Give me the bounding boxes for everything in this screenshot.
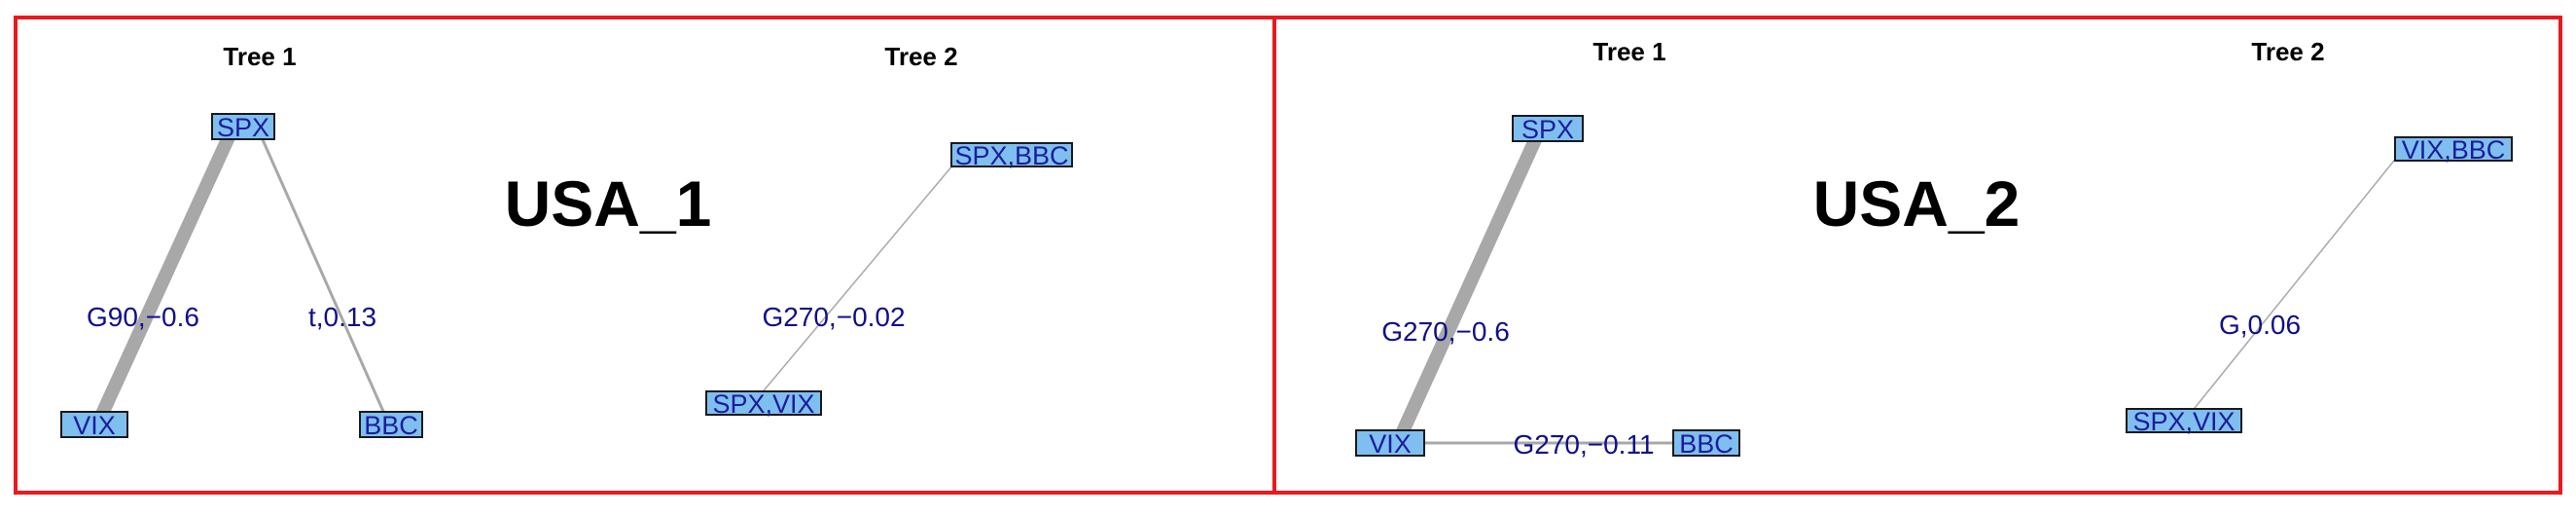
tree-title: Tree 2 — [884, 42, 957, 71]
svg-text:SPX: SPX — [217, 113, 269, 142]
svg-text:BBC: BBC — [364, 411, 418, 440]
svg-text:SPX,BBC: SPX,BBC — [954, 141, 1068, 170]
edge-spx-bbc — [255, 126, 391, 425]
node-bbc: BBC — [1672, 429, 1740, 459]
tree-2: Tree 2 G,0.06 VIX,BBC SPX,VIX — [2126, 37, 2513, 436]
node-spx-vix: SPX,VIX — [705, 389, 822, 419]
node-spx: SPX — [1512, 115, 1584, 144]
edge-label-vix-bbc: G270,−0.11 — [1513, 429, 1654, 460]
tree-1: Tree 1 G90,−0.6 t,0.13 SPX VIX BBC — [60, 42, 423, 440]
edge-label-vixbbc-spxvix: G,0.06 — [2219, 310, 2301, 340]
node-vix: VIX — [1355, 429, 1425, 459]
svg-text:VIX: VIX — [1369, 429, 1412, 459]
node-vix: VIX — [60, 411, 128, 440]
svg-text:SPX,VIX: SPX,VIX — [712, 389, 814, 419]
node-vix-bbc: VIX,BBC — [2394, 135, 2513, 165]
svg-text:VIX,BBC: VIX,BBC — [2402, 135, 2506, 165]
svg-text:VIX: VIX — [73, 411, 116, 440]
node-spx: SPX — [211, 113, 275, 142]
panel-usa-2: USA_2 Tree 1 G270,−0.6 G270,−0.11 SPX VI… — [1355, 37, 2513, 460]
panel-frame-usa-1 — [14, 16, 1276, 495]
tree-2: Tree 2 G270,−0.02 SPX,BBC SPX,VIX — [705, 42, 1073, 419]
panel-title: USA_2 — [1813, 167, 2021, 240]
edge-spx-vix — [90, 124, 240, 427]
svg-text:BBC: BBC — [1679, 429, 1734, 459]
panel-usa-1: USA_1 Tree 1 G90,−0.6 t,0.13 SPX VIX BBC — [60, 42, 1073, 440]
edge-label-spx-vix: G90,−0.6 — [87, 302, 199, 332]
edge-label-spx-vix: G270,−0.6 — [1381, 316, 1510, 347]
svg-text:SPX,VIX: SPX,VIX — [2132, 407, 2235, 436]
tree-1: Tree 1 G270,−0.6 G270,−0.11 SPX VIX BBC — [1355, 37, 1740, 460]
node-bbc: BBC — [359, 411, 423, 440]
edge-label-spxbbc-spxvix: G270,−0.02 — [762, 302, 905, 332]
svg-text:SPX: SPX — [1521, 115, 1574, 144]
edge-label-spx-bbc: t,0.13 — [308, 302, 376, 332]
node-spx-vix: SPX,VIX — [2126, 407, 2242, 436]
tree-title: Tree 2 — [2251, 37, 2324, 66]
tree-title: Tree 1 — [223, 42, 296, 71]
panel-frame-usa-2 — [1272, 16, 2562, 495]
edge-vixbbc-spxvix — [2190, 155, 2399, 414]
panel-title: USA_1 — [505, 167, 712, 240]
node-spx-bbc: SPX,BBC — [950, 141, 1073, 170]
tree-title: Tree 1 — [1592, 37, 1665, 66]
edge-spxbbc-spxvix — [754, 158, 959, 402]
edge-spx-vix — [1392, 129, 1546, 443]
